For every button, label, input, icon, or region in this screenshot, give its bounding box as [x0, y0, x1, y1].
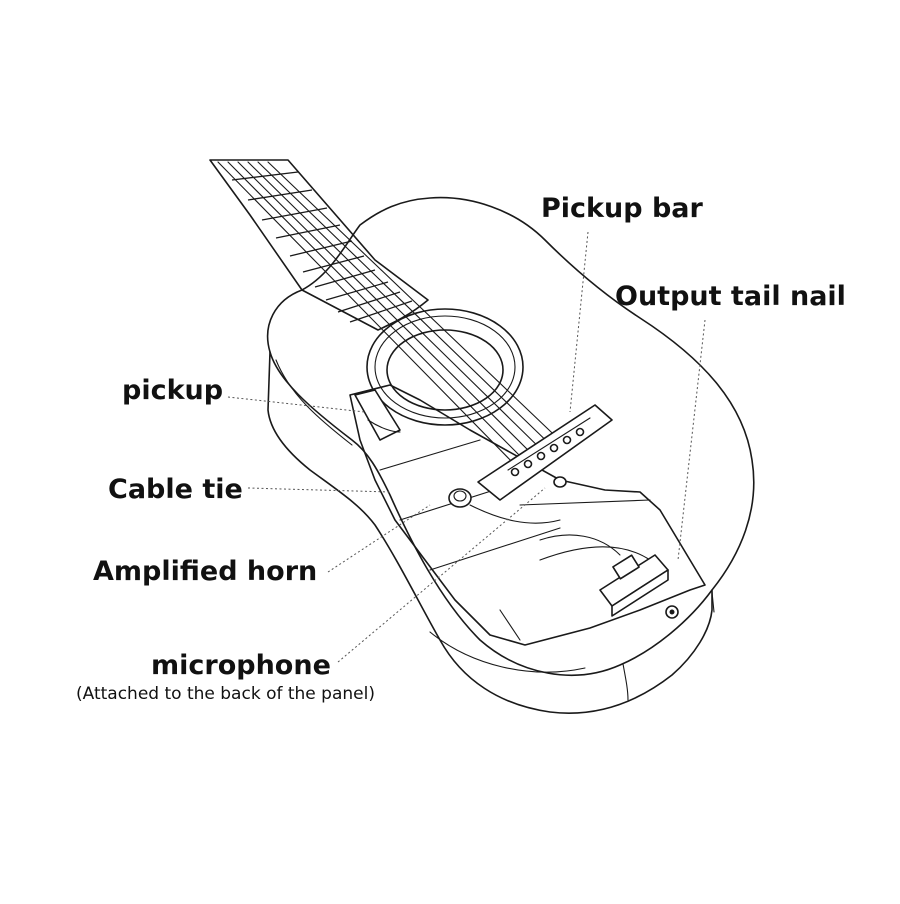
label-pickup-bar: Pickup bar	[541, 193, 703, 224]
soundhole-ring-outer	[366, 308, 524, 426]
guitar-neck	[209, 159, 429, 331]
label-amplified-horn: Amplified horn	[93, 556, 318, 587]
bridge-pins	[510, 427, 585, 477]
soundhole-ring-inner	[374, 315, 516, 419]
label-cable-tie: Cable tie	[108, 474, 243, 505]
pickup-unit	[354, 389, 401, 441]
label-microphone: microphone	[151, 650, 331, 681]
interior-panel	[349, 384, 706, 646]
bridge	[477, 404, 613, 501]
soundhole	[386, 329, 504, 411]
label-microphone-note: (Attached to the back of the panel)	[76, 684, 375, 704]
label-pickup: pickup	[122, 375, 224, 406]
leader-lines	[227, 231, 706, 663]
strings	[217, 161, 571, 471]
amplified-horn-knob	[448, 488, 472, 508]
label-output-tail-nail: Output tail nail	[615, 281, 846, 312]
frets	[231, 171, 413, 323]
